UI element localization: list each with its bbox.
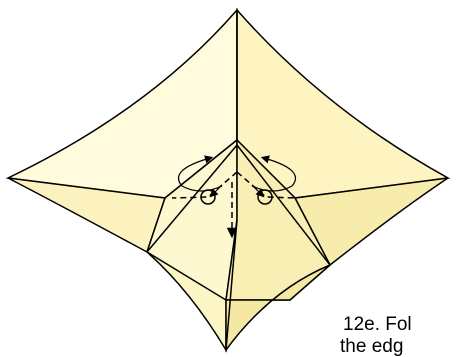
pivot-circle-left-icon (200, 189, 216, 205)
tail-center-crease (225, 219, 238, 351)
fold-arrow-right-icon (251, 184, 265, 198)
kite-right-edge (236, 144, 331, 266)
kite-left-edge (146, 144, 238, 253)
valley-fold-line-left (171, 171, 238, 199)
right-wing-upper-flap (236, 8, 451, 199)
step-caption-line-2: the edg (340, 336, 404, 357)
valley-fold-line-right (236, 171, 297, 199)
caption-background (336, 306, 459, 356)
step-caption-line-1: 12e. Fol (343, 314, 412, 335)
pivot-circle-right-icon (257, 189, 273, 205)
